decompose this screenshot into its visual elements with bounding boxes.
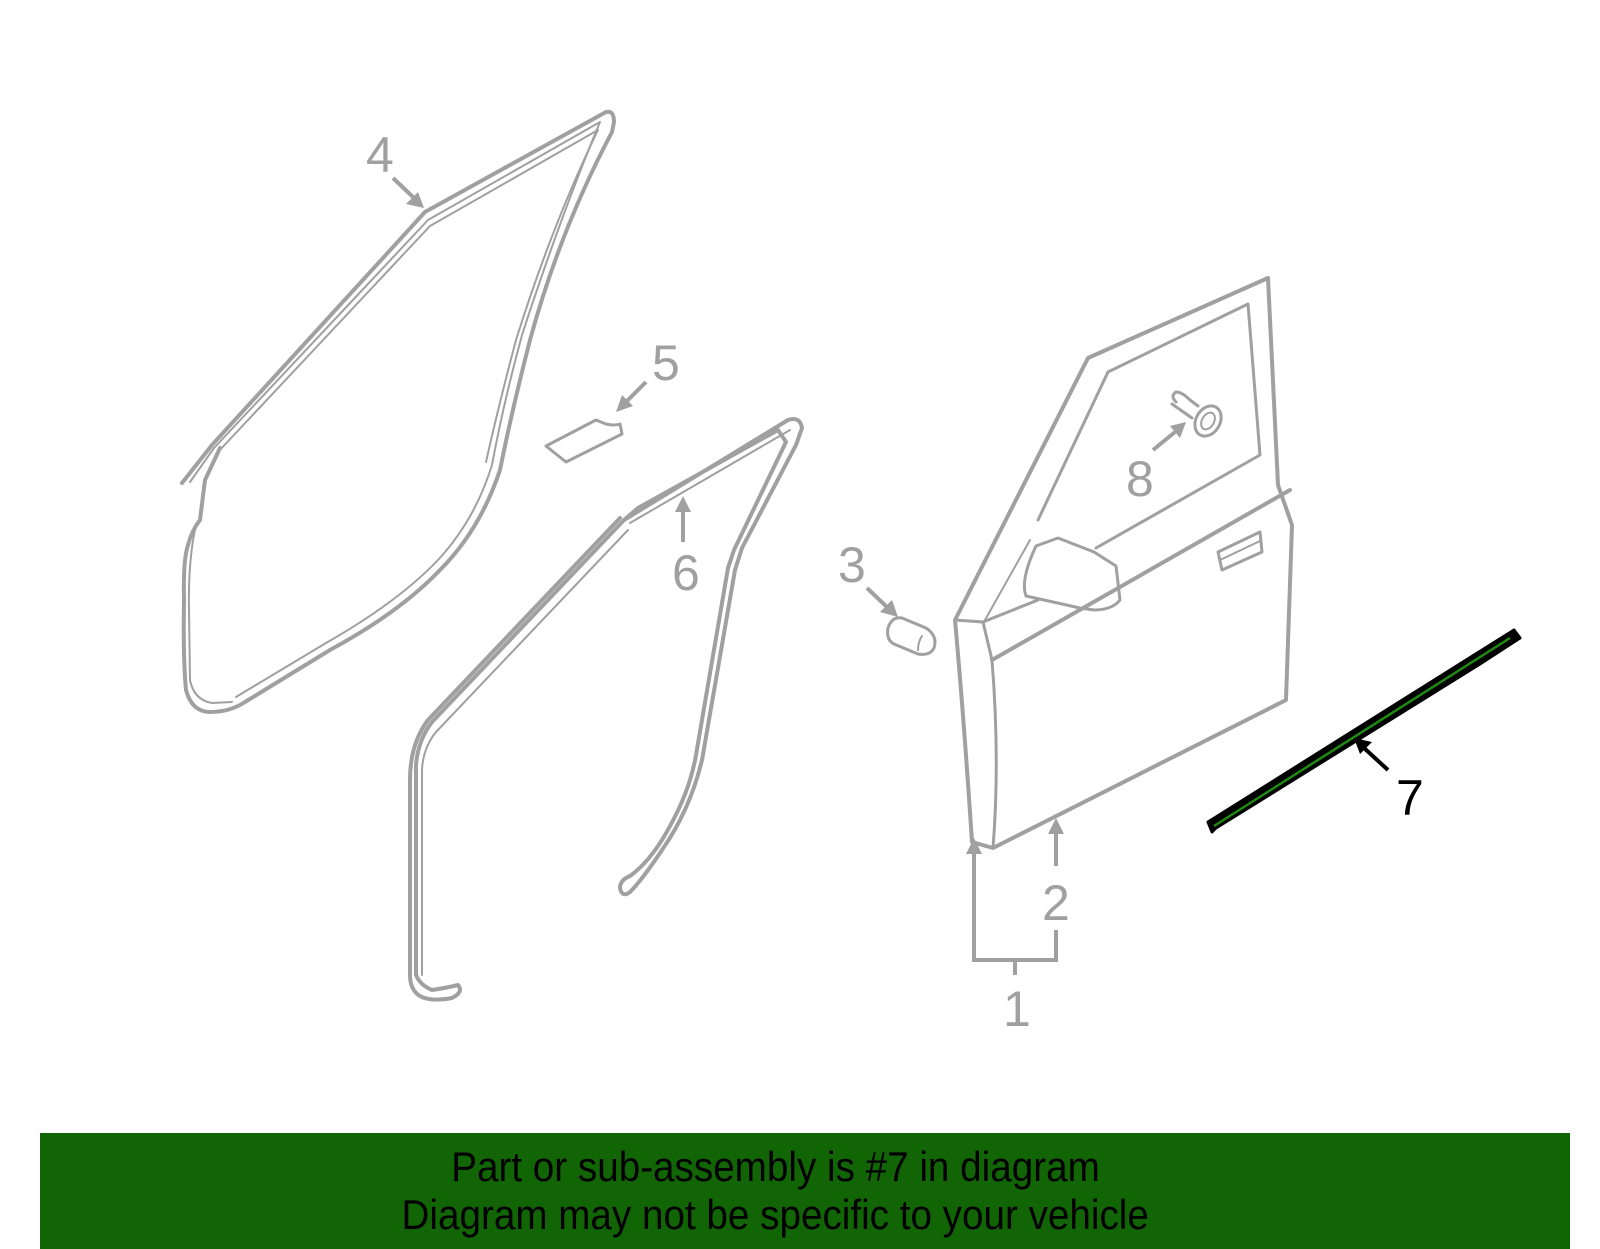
part-8-bolt[interactable]	[1170, 390, 1226, 441]
callout-1-label: 1	[1003, 981, 1031, 1037]
callout-6-label: 6	[672, 545, 700, 601]
callout-5[interactable]: 5	[616, 335, 680, 412]
callout-1[interactable]: 1	[966, 838, 1058, 1037]
callout-7-label: 7	[1396, 770, 1424, 826]
part-5-clip[interactable]	[544, 418, 624, 464]
callout-2-label: 2	[1042, 875, 1070, 931]
callout-2[interactable]: 2	[1042, 818, 1070, 931]
part-7-belt-molding[interactable]	[1206, 628, 1522, 834]
callout-5-label: 5	[652, 335, 680, 391]
part-3-bumper-stop[interactable]	[886, 616, 937, 656]
part-4-body-weatherstrip[interactable]	[180, 109, 616, 714]
callout-6[interactable]: 6	[672, 496, 700, 601]
callout-3-label: 3	[838, 537, 866, 593]
part-info-banner: Part or sub-assembly is #7 in diagram Di…	[40, 1133, 1570, 1249]
part-2-door-shell[interactable]	[953, 276, 1294, 850]
callout-4-label: 4	[366, 127, 394, 183]
banner-line-disclaimer: Diagram may not be specific to your vehi…	[401, 1191, 1149, 1238]
banner-line-part-number: Part or sub-assembly is #7 in diagram	[450, 1143, 1100, 1190]
callout-4[interactable]: 4	[366, 127, 424, 208]
callout-8[interactable]: 8	[1126, 422, 1186, 507]
part-6-door-weatherstrip[interactable]	[408, 417, 804, 1002]
callout-7[interactable]: 7	[1354, 738, 1424, 826]
callout-8-label: 8	[1126, 451, 1154, 507]
callout-3[interactable]: 3	[838, 537, 898, 617]
